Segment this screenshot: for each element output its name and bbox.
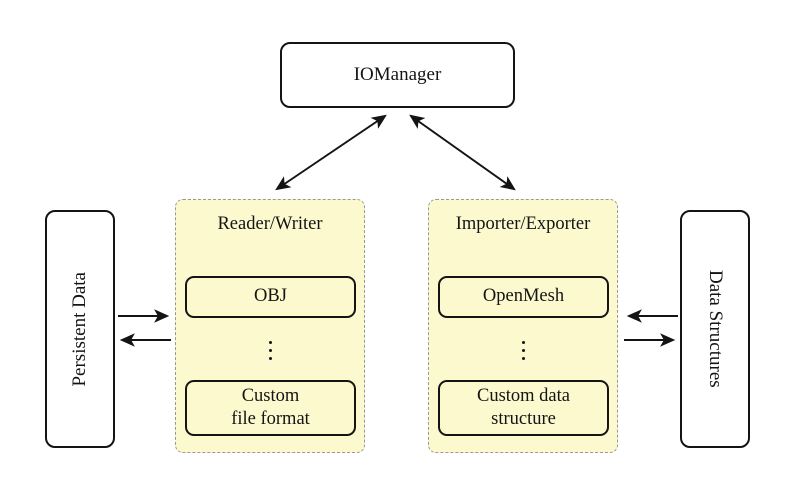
vertical-ellipsis-icon bbox=[176, 334, 364, 366]
openmesh-node: OpenMesh bbox=[438, 276, 609, 318]
persistent-data-label: Persistent Data bbox=[69, 271, 90, 387]
vertical-ellipsis-icon bbox=[429, 334, 617, 366]
importer-exporter-group: Importer/Exporter OpenMesh Custom data s… bbox=[428, 199, 618, 453]
custom-file-format-node: Custom file format bbox=[185, 380, 356, 436]
obj-label: OBJ bbox=[254, 286, 287, 307]
openmesh-label: OpenMesh bbox=[482, 286, 565, 307]
arrow-iomanager-importerexporter bbox=[409, 114, 516, 191]
custom-data-structure-line2: structure bbox=[491, 409, 556, 429]
custom-file-format-line2: file format bbox=[231, 409, 310, 429]
reader-writer-title: Reader/Writer bbox=[217, 214, 323, 234]
obj-node: OBJ bbox=[185, 276, 356, 318]
data-structures-node: Data Structures bbox=[680, 210, 750, 448]
iomanager-label: IOManager bbox=[353, 64, 442, 85]
custom-data-structure-node: Custom data structure bbox=[438, 380, 609, 436]
iomanager-node: IOManager bbox=[280, 42, 515, 108]
data-structures-label: Data Structures bbox=[705, 270, 726, 388]
custom-file-format-line1: Custom bbox=[241, 385, 300, 406]
custom-data-structure-line1: Custom data bbox=[476, 385, 570, 406]
importer-exporter-title: Importer/Exporter bbox=[455, 214, 591, 234]
persistent-data-node: Persistent Data bbox=[45, 210, 115, 448]
arrow-iomanager-readerwriter bbox=[275, 114, 387, 191]
reader-writer-group: Reader/Writer OBJ Custom file format bbox=[175, 199, 365, 453]
